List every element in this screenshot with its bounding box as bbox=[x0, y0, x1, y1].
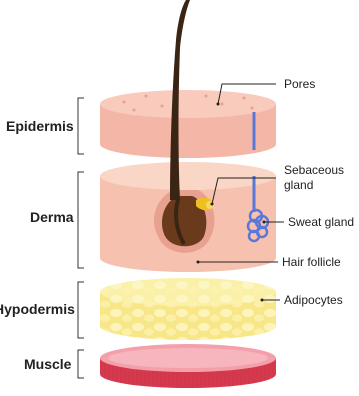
label-epidermis: Epidermis bbox=[6, 118, 74, 134]
label-muscle: Muscle bbox=[24, 356, 72, 372]
label-sebaceous-line2: gland bbox=[284, 178, 313, 192]
label-hypodermis: Hypodermis bbox=[0, 301, 75, 317]
label-sweat-gland: Sweat gland bbox=[288, 215, 354, 229]
label-pores: Pores bbox=[284, 77, 315, 91]
label-derma: Derma bbox=[30, 209, 74, 225]
label-hair-follicle: Hair follicle bbox=[282, 255, 341, 269]
muscle-layer bbox=[100, 344, 276, 388]
hypodermis-layer bbox=[100, 278, 276, 340]
label-adipocytes: Adipocytes bbox=[284, 293, 343, 307]
label-sebaceous-line1: Sebaceous bbox=[284, 163, 344, 177]
left-brackets bbox=[78, 98, 84, 378]
epidermis-layer bbox=[100, 90, 276, 158]
